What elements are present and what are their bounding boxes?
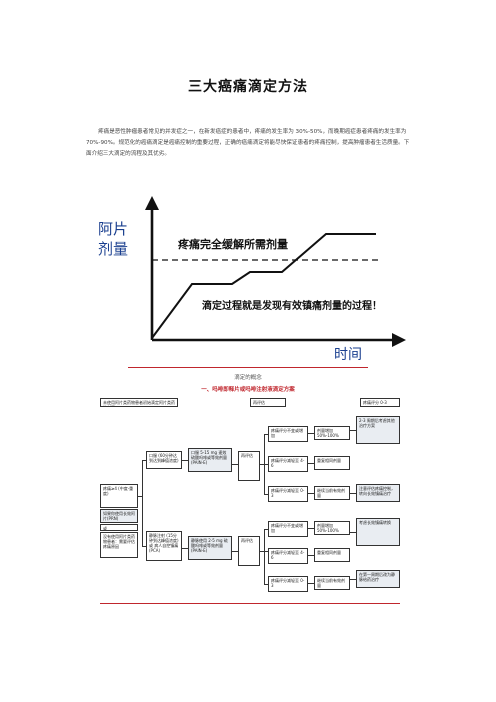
flow-right-4: 在第一周期后改为静脉给药治疗 [356,570,400,588]
connector [138,496,142,497]
y-axis-label-1: 阿片 [98,220,128,238]
x-axis-label: 时间 [334,347,362,362]
connector [260,551,268,552]
flow-header-mid: 再评估 [250,398,286,407]
connector [182,460,188,461]
connector [308,433,314,434]
flow-action-3: 继续当前有效剂量 [314,486,350,500]
flow-action-5: 重复相同剂量 [314,548,350,562]
divider-bottom [100,603,400,604]
connector [308,493,314,494]
flow-reassess-oral: 再评估 [238,451,260,481]
flow-oral-route: 口服 (60分钟达到达到峰值浓度) [146,451,182,469]
titration-flowchart: 未使用阿片类药物患者初始滴定阿片类药物剂量 再评估 疼痛评分 0-3 疼痛≥4 … [100,396,400,601]
flow-left-note-1: 疼痛≥4 (中度-重度) [100,484,138,508]
flow-eval-5: 疼痛评分减轻至 4-6 [268,548,308,564]
connector [264,434,268,435]
flow-right-1: 2-3 周期后考虑其他治疗方案 [356,416,400,444]
titration-concept-figure: 阿片 剂量 时间 疼痛完全缓解所需剂量 滴定过程就是发现有效镇痛剂量的过程！ [98,196,406,362]
flow-left-note-3: 或 [100,524,138,531]
figure-caption: 滴定的概念 [234,375,262,381]
flow-eval-4: 疼痛评分不变或增加 [268,521,308,537]
titration-curve [151,233,376,339]
flow-header-left: 未使用阿片类药物患者初始滴定阿片类药物剂量 [100,398,178,407]
connector [232,464,238,465]
flow-left-note-2: 如果你使用长效阿片(PRN) [100,509,138,523]
connector [142,460,143,546]
connector [350,579,356,580]
connector [350,493,356,494]
connector [308,528,314,529]
flow-header-right: 疼痛评分 0-3 [360,398,400,407]
connector [142,546,146,547]
flow-left-note-4: 没有使用阿片类药物患者：需要评估疼痛原因 [100,532,138,558]
flow-oral-dose: 口服 5-15 mg 速效硫酸吗啡或等效剂量 (PAIN-E) [188,448,232,472]
flow-eval-3: 疼痛评分减轻至 0-3 [268,486,308,502]
intro-paragraph: 疼痛是恶性肿瘤患者常见的并发症之一，在新发癌症的患者中，疼痛的发生率为 30%-… [86,129,410,157]
connector [182,548,188,549]
target-dose-label: 疼痛完全缓解所需剂量 [178,237,288,251]
flow-iv-route: 静脉注射 (15分钟到达峰值浓度)或 病人自控镇痛 (PCA) [146,531,182,561]
titration-process-label: 滴定过程就是发现有效镇痛剂量的过程！ [202,299,382,312]
connector [308,555,314,556]
flow-action-4: 剂量增加 50%-100% [314,521,350,535]
connector [260,464,268,465]
flow-action-1: 剂量增加 50%-100% [314,426,350,440]
flow-right-3: 考虑长效镇痛转换 [356,518,400,546]
connector [308,463,314,464]
flow-eval-1: 疼痛评分不变或增加 [268,426,308,442]
connector [264,584,268,585]
flow-iv-dose: 静脉使用 2-5 mg 硫酸吗啡或等效剂量 (PAIN-E) [188,536,232,560]
flow-eval-2: 疼痛评分减轻至 4-6 [268,456,308,472]
connector [264,529,265,585]
connector [264,494,268,495]
y-axis-label-2: 剂量 [98,240,128,258]
y-axis-arrow [145,196,159,210]
connector [308,583,314,584]
flow-eval-6: 疼痛评分减轻至 0-3 [268,576,308,592]
flowchart-title: 一、吗啡即释片或吗啡注射液滴定方案 [201,387,295,393]
connector [142,460,146,461]
flow-action-6: 继续当前有效剂量 [314,576,350,590]
connector [350,532,356,533]
divider-top [128,367,368,368]
connector [232,551,238,552]
page-title: 三大癌痛滴定方法 [188,79,308,95]
connector [264,529,268,530]
flow-reassess-iv: 再评估 [238,536,260,566]
x-axis-arrow [392,333,406,347]
flow-action-2: 重复相同剂量 [314,456,350,470]
flow-right-2: 注意评估疼痛控制，转向长效镇痛治疗 [356,484,400,502]
connector [350,430,356,431]
